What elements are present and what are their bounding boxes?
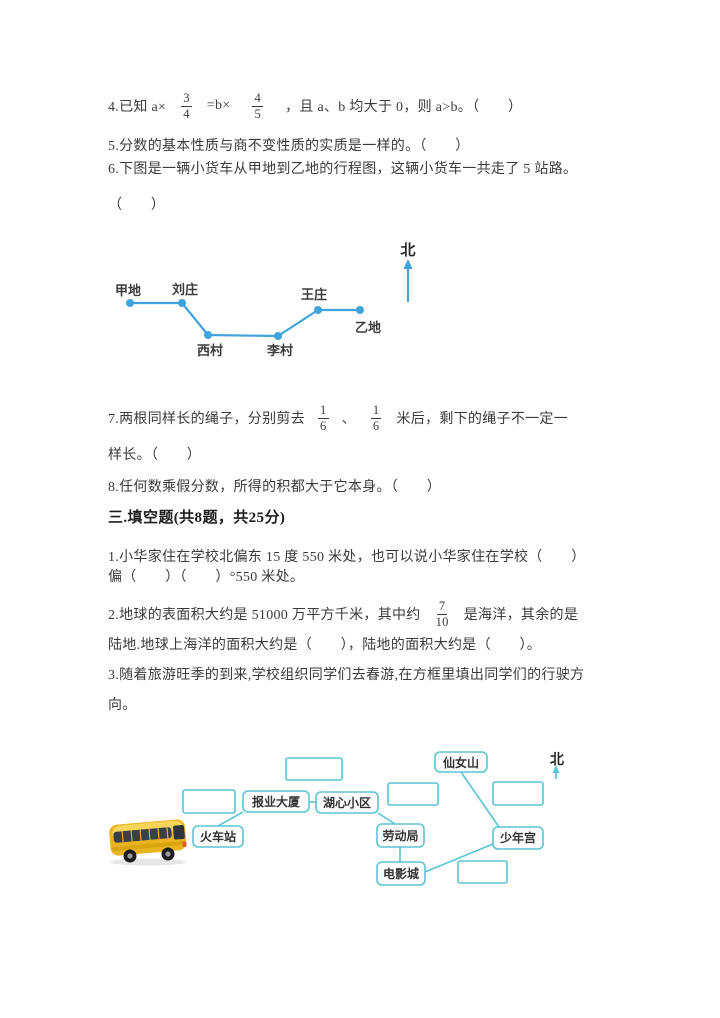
question-6-answer-paren: （ ） bbox=[108, 198, 166, 213]
station-label-jiadi: 甲地 bbox=[115, 283, 141, 298]
map-label-shaonian: 少年宫 bbox=[499, 830, 536, 845]
station-dot-licun bbox=[274, 332, 282, 340]
q7-text-3: 米后，剩下的绳子不一定一 bbox=[396, 412, 569, 427]
route-diagram: 甲地 刘庄 西村 李村 王庄 乙地 北 bbox=[115, 242, 416, 358]
map-box-laodong bbox=[376, 823, 425, 848]
question-7-line2: 样长。（ ） bbox=[108, 448, 202, 463]
fill-q3-line1: 3.随着旅游旺季的到来,学校组织同学们去春游,在方框里填出同学们的行驶方 bbox=[108, 668, 585, 683]
station-dot-yidi bbox=[356, 306, 364, 314]
station-label-wangzhuang: 王庄 bbox=[301, 287, 327, 302]
q7-fraction-1: 1 6 bbox=[318, 403, 329, 433]
map-label-laodong: 劳动局 bbox=[382, 828, 418, 843]
map-box-baoye bbox=[242, 790, 310, 813]
q2-fraction: 7 10 bbox=[435, 599, 449, 629]
map-box-huxin bbox=[315, 791, 379, 814]
empty-box-bottom-right bbox=[457, 860, 508, 884]
empty-box-top bbox=[285, 757, 343, 781]
fill-q2-line1: 2.地球的表面积大约是 51000 万平方千米，其中约 7 10 是海洋，其余的… bbox=[108, 594, 578, 634]
station-dot-xicun bbox=[204, 331, 212, 339]
bus-image bbox=[109, 819, 187, 866]
q7-fraction-2: 1 6 bbox=[370, 403, 382, 433]
fill-q2-line2: 陆地.地球上海洋的面积大约是（ ），陆地的面积大约是（ ）。 bbox=[108, 638, 542, 653]
map-label-baoye: 报业大厦 bbox=[252, 794, 301, 809]
station-label-yidi: 乙地 bbox=[355, 320, 381, 335]
question-6: 6.下图是一辆小货车从甲地到乙地的行程图，这辆小货车一共走了 5 站路。 bbox=[108, 162, 578, 177]
q4-text-2: =b× bbox=[206, 98, 231, 113]
station-label-licun: 李村 bbox=[266, 343, 293, 358]
route-polyline bbox=[130, 301, 360, 338]
fill-q3-line2: 向。 bbox=[108, 698, 137, 713]
map-label-huxin: 湖心小区 bbox=[323, 795, 371, 810]
map-label-dianying: 电影城 bbox=[383, 866, 419, 881]
station-label-xicun: 西村 bbox=[197, 343, 223, 358]
map-empty-boxes bbox=[182, 757, 544, 884]
station-dot-liuzhuang bbox=[178, 299, 186, 307]
q4-fraction-1: 3 4 bbox=[181, 91, 192, 121]
question-5: 5.分数的基本性质与商不变性质的实质是一样的。（ ） bbox=[108, 139, 470, 154]
q2-text-2: 是海洋，其余的是 bbox=[463, 608, 579, 623]
map-box-huochezhan bbox=[192, 825, 244, 848]
map-connector-lines bbox=[217, 771, 500, 873]
station-dot-wangzhuang bbox=[314, 306, 322, 314]
q7-text-2: 、 bbox=[341, 412, 356, 427]
map-label-xiannv: 仙女山 bbox=[443, 755, 479, 770]
question-7: 7.两根同样长的绳子，分别剪去 1 6 、 1 6 米后，剩下的绳子不一定一 bbox=[108, 398, 568, 438]
map-north-label: 北 bbox=[550, 752, 564, 768]
question-4: 4.已知 a× 3 4 =b× 4 5 ，且 a、b 均大于 0，则 a>b。（… bbox=[108, 86, 522, 126]
q4-fraction-2: 4 5 bbox=[252, 91, 264, 121]
q4-text-1: 4.已知 a× bbox=[108, 100, 167, 115]
empty-box-left bbox=[182, 789, 236, 814]
question-8: 8.任何数乘假分数，所得的积都大于它本身。（ ） bbox=[108, 480, 441, 495]
fill-q1-line2: 偏（ ）（ ）°550 米处。 bbox=[108, 570, 305, 585]
map-box-shaonian bbox=[492, 826, 544, 850]
q2-text-1: 2.地球的表面积大约是 51000 万平方千米，其中约 bbox=[108, 608, 421, 623]
map-label-huochezhan: 火车站 bbox=[200, 829, 236, 844]
map-box-xiannv bbox=[434, 751, 488, 773]
station-dot-jiadi bbox=[126, 299, 134, 307]
route-north-arrow-icon bbox=[403, 259, 413, 302]
map-box-dianying bbox=[376, 861, 426, 886]
travel-map-diagram: 报业大厦 湖心小区 仙女山 火车站 劳动局 少年宫 电影城 北 bbox=[109, 751, 564, 886]
station-label-liuzhuang: 刘庄 bbox=[172, 282, 198, 297]
empty-box-right bbox=[492, 781, 544, 806]
q7-text-1: 7.两根同样长的绳子，分别剪去 bbox=[108, 412, 305, 427]
map-north-arrow-icon bbox=[552, 765, 560, 779]
fill-q1-line1: 1.小华家住在学校北偏东 15 度 550 米处，也可以说小华家住在学校（ ） bbox=[108, 550, 586, 565]
section-3-header: 三.填空题(共8题，共25分) bbox=[108, 510, 286, 526]
q4-text-3: ，且 a、b 均大于 0，则 a>b。（ ） bbox=[285, 100, 523, 115]
route-north-label: 北 bbox=[400, 242, 415, 259]
empty-box-middle bbox=[387, 782, 439, 806]
